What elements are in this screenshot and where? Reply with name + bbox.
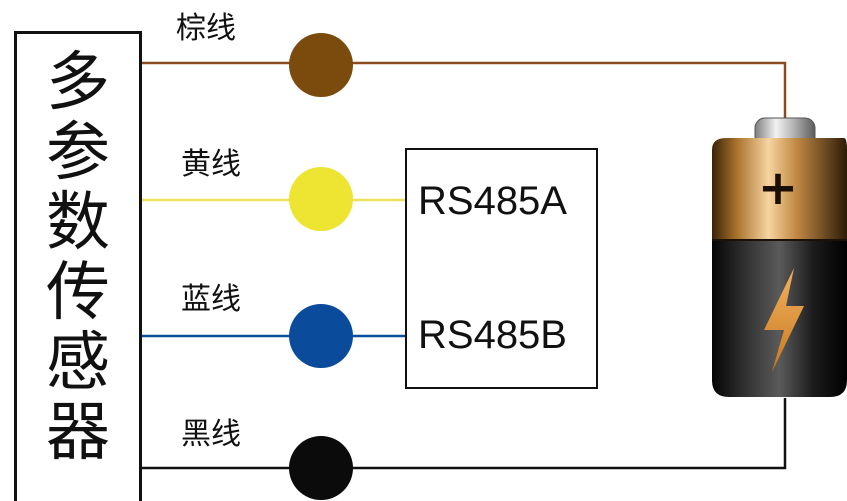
sensor-title: 多 参 数 传 感 器 [17,48,139,468]
sensor-title-char: 感 [46,326,110,400]
sensor-title-char: 传 [46,256,110,330]
sensor-title-char: 器 [46,396,110,470]
sensor-title-char: 多 [46,46,110,120]
rs485a-label: RS485A [418,179,567,223]
sensor-box [14,31,142,501]
blue-dot [289,304,353,368]
black-wire [142,398,787,470]
black-wire-label: 黑线 [181,417,241,452]
sensor-title-char: 数 [46,186,110,260]
blue-wire-label: 蓝线 [181,282,241,317]
rs485-module [405,148,598,389]
rs485b-label: RS485B [418,313,567,357]
brown-wire [142,61,787,125]
yellow-wire-label: 黄线 [181,147,241,182]
brown-dot [289,33,353,97]
black-dot [289,436,353,500]
battery-plus-symbol: + [757,160,799,216]
yellow-dot [289,167,353,231]
brown-wire-label: 棕线 [176,11,236,46]
sensor-title-char: 参 [46,116,110,190]
